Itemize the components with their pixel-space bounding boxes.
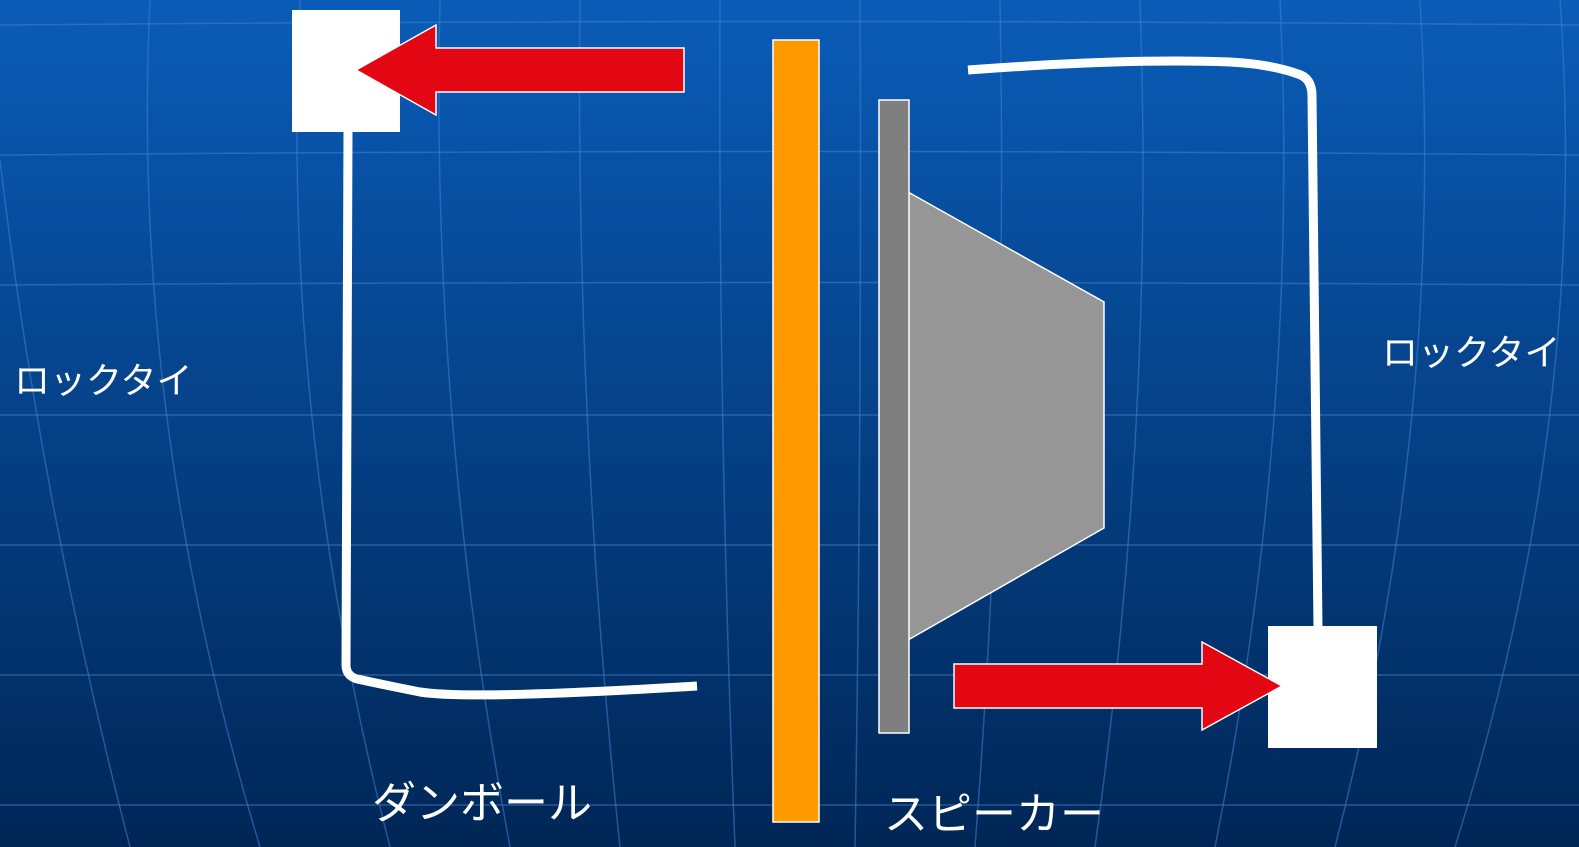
tie-cable-left [341, 129, 698, 700]
rock-tie-right [967, 56, 1377, 748]
cardboard-panel [772, 39, 820, 823]
speaker-icon [878, 99, 1105, 734]
tie-cable-right [967, 56, 1323, 629]
rock-tie-left-label: ロックタイ [14, 361, 193, 402]
tie-block-right-icon [1268, 626, 1377, 748]
speaker-label: スピーカー [884, 789, 1104, 840]
red-arrow-right-icon [953, 640, 1284, 732]
cardboard-label: ダンボール [372, 778, 592, 829]
rock-tie-right-label: ロックタイ [1382, 333, 1561, 374]
red-arrow-left-icon [354, 23, 685, 117]
speaker-frame [878, 99, 910, 734]
